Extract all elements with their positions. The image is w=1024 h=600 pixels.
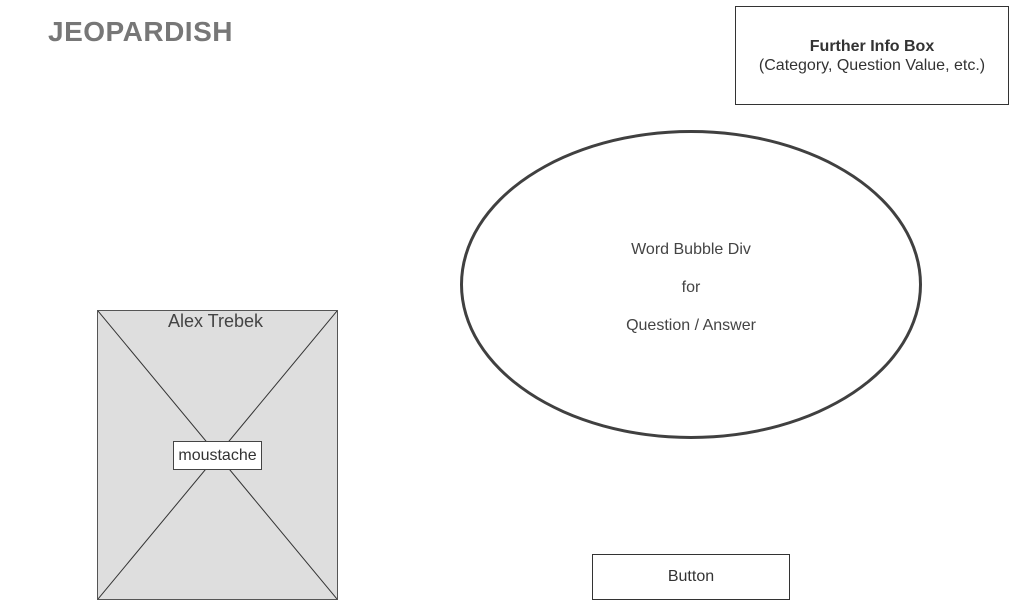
word-bubble-line-2: for [681,279,701,296]
info-box-title: Further Info Box [809,37,935,55]
word-bubble-line-1: Word Bubble Div [631,241,751,258]
host-name-label: Alex Trebek [167,311,264,331]
app-title: JEOPARDISH [48,16,233,47]
info-box-subtitle: (Category, Question Value, etc.) [758,56,986,74]
word-bubble-line-3: Question / Answer [626,317,756,334]
further-info-box: Further Info Box (Category, Question Val… [735,6,1009,105]
word-bubble [460,130,922,439]
moustache-label: moustache [173,441,262,470]
action-button[interactable]: Button [592,554,790,600]
